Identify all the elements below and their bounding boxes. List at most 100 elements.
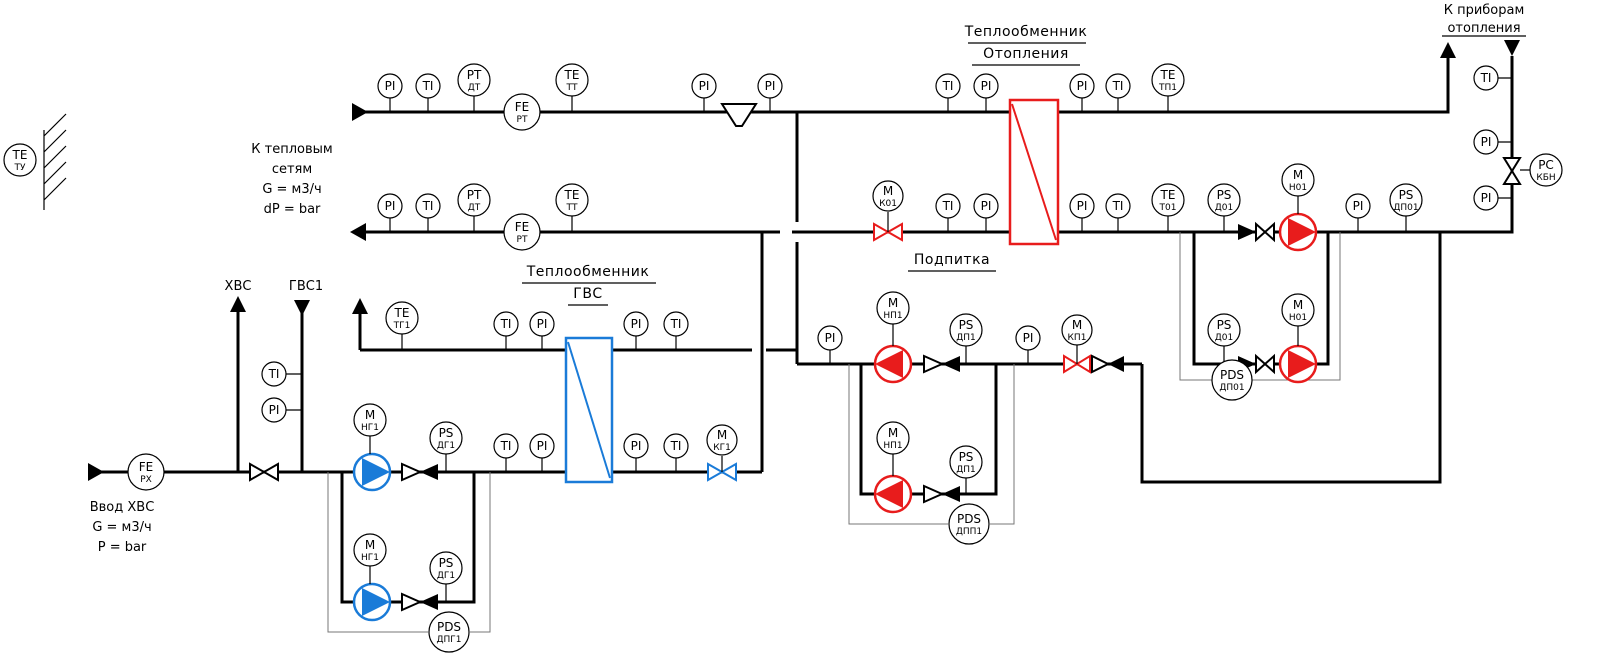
svg-text:M: M xyxy=(365,538,375,552)
instrument-ti-r-ti3[interactable]: TI xyxy=(1105,193,1131,232)
instrument-ti-c-ti[interactable]: TI xyxy=(261,361,302,387)
svg-text:Ввод ХВС: Ввод ХВС xyxy=(90,500,155,515)
instrument-pi-v-pi1[interactable]: PI xyxy=(1473,129,1512,155)
instrument-pi-mk-pi1[interactable]: PI xyxy=(817,325,843,364)
svg-text:TI: TI xyxy=(422,199,434,213)
svg-text:TE: TE xyxy=(564,188,580,202)
instrument-pi-r-pi1[interactable]: PI xyxy=(377,193,403,232)
return-outlet-arrow xyxy=(350,223,366,241)
cold-water-up-arrow xyxy=(230,296,246,312)
instrument-ti-h-ti2[interactable]: TI xyxy=(1105,73,1131,112)
svg-text:PI: PI xyxy=(1481,135,1492,149)
instrument-pi-mk-pi2[interactable]: PI xyxy=(1015,325,1041,364)
pump-ng1-b[interactable] xyxy=(352,582,392,622)
to-network-label: К тепловым сетям G = м3/ч dP = bar xyxy=(251,142,332,217)
heat-exchanger-heating[interactable] xyxy=(1008,98,1060,246)
svg-text:TI: TI xyxy=(422,79,434,93)
instrument-ti-r-ti1[interactable]: TI xyxy=(415,193,441,232)
instrument-pi-s-pi1[interactable]: PI xyxy=(377,73,403,112)
svg-text:КГ1: КГ1 xyxy=(713,443,731,453)
instrument-pi-s-pi2[interactable]: PI xyxy=(691,73,717,112)
instrument-pi-s-pi3[interactable]: PI xyxy=(757,73,783,112)
strainer[interactable] xyxy=(720,103,758,127)
pump-np1-a[interactable] xyxy=(873,344,913,384)
svg-text:PT: PT xyxy=(467,68,482,82)
svg-text:НГ1: НГ1 xyxy=(361,423,379,433)
svg-text:PI: PI xyxy=(1077,199,1088,213)
instrument-ti-s-ti1[interactable]: TI xyxy=(415,73,441,112)
pump-ng1-a[interactable] xyxy=(352,452,392,492)
svg-text:ДПГ1: ДПГ1 xyxy=(436,635,461,645)
instrument-ti-c-ti3[interactable]: TI xyxy=(663,433,689,472)
svg-text:PDS: PDS xyxy=(437,620,461,634)
pump-np1-b[interactable] xyxy=(873,474,913,514)
instrument-ti-g-ti1[interactable]: TI xyxy=(493,311,519,350)
instrument-pi-c-pi2[interactable]: PI xyxy=(529,433,555,472)
instrument-ti-c-ti2[interactable]: TI xyxy=(493,433,519,472)
instrument-pi-r-pi3[interactable]: PI xyxy=(1069,193,1095,232)
heat-exchanger-dhw-title: Теплообменник ГВС xyxy=(522,264,656,306)
instrument-pi-r-pi2[interactable]: PI xyxy=(973,193,999,232)
svg-text:Н01: Н01 xyxy=(1289,183,1307,193)
svg-text:PI: PI xyxy=(269,403,280,417)
pump-n01-b[interactable] xyxy=(1278,344,1318,384)
svg-text:НП1: НП1 xyxy=(883,311,902,321)
svg-text:G = м3/ч: G = м3/ч xyxy=(92,520,151,535)
hot-water-label: ГВС1 xyxy=(289,279,323,294)
svg-text:ТП1: ТП1 xyxy=(1158,83,1177,93)
heat-exchanger-dhw[interactable] xyxy=(564,336,614,484)
svg-text:PS: PS xyxy=(959,318,974,332)
instrument-ti-v-ti[interactable]: TI xyxy=(1473,65,1512,91)
pump-n01-a[interactable] xyxy=(1278,212,1318,252)
instrument-pi-h-pi2[interactable]: PI xyxy=(1069,73,1095,112)
valves[interactable] xyxy=(249,157,1522,612)
svg-text:PI: PI xyxy=(537,317,548,331)
svg-text:ТТ: ТТ xyxy=(566,203,578,213)
instrument-ti-h-ti1[interactable]: TI xyxy=(935,73,961,112)
instrument-pi-v-pi2[interactable]: PI xyxy=(1473,185,1512,211)
instrument-pi-h-pi1[interactable]: PI xyxy=(973,73,999,112)
instrument-pi-g-pi1[interactable]: PI xyxy=(529,311,555,350)
svg-text:Д01: Д01 xyxy=(1215,203,1233,213)
instrument-ti-r-ti2[interactable]: TI xyxy=(935,193,961,232)
instrument-ti-g-ti2[interactable]: TI xyxy=(663,311,689,350)
instrument-pi-c-pi[interactable]: PI xyxy=(261,397,302,423)
svg-text:TI: TI xyxy=(500,439,512,453)
svg-text:Т01: Т01 xyxy=(1159,203,1177,213)
instrument-pi-g-pi2[interactable]: PI xyxy=(623,311,649,350)
svg-text:PT: PT xyxy=(467,188,482,202)
instrument-pi-r-pi4[interactable]: PI xyxy=(1345,193,1371,232)
instrument-pi-c-pi3[interactable]: PI xyxy=(623,433,649,472)
